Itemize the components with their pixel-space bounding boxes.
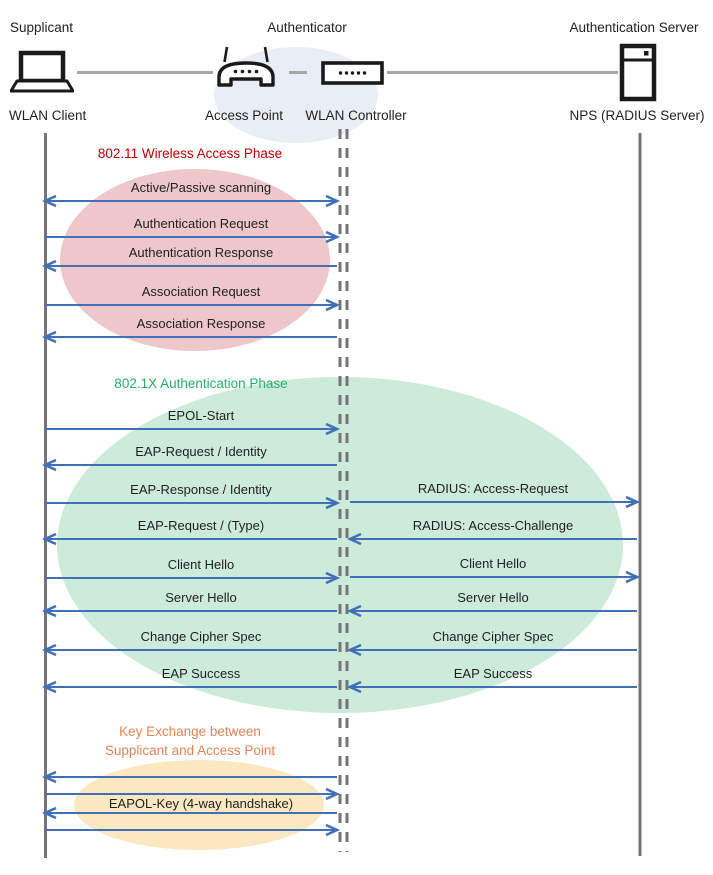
message-arrow [41, 770, 337, 784]
message-arrow [346, 604, 637, 618]
arrowhead-left [41, 770, 57, 784]
laptop-icon [10, 50, 74, 93]
device-label-wlan-client: WLAN Client [9, 108, 87, 123]
message-label: RADIUS: Access-Request [417, 481, 569, 496]
arrowhead-left [41, 259, 57, 273]
device-label-wlan-controller: WLAN Controller [305, 108, 407, 123]
message-arrow [41, 194, 341, 208]
message-label: EAP-Request / Identity [135, 444, 267, 459]
phase1-title: 802.11 Wireless Access Phase [97, 146, 283, 161]
message-arrow [45, 298, 341, 312]
arrowhead-left [41, 806, 57, 820]
arrowhead-right [325, 422, 341, 436]
message-arrow [346, 680, 637, 694]
phase3-title-line1: Key Exchange between [119, 724, 261, 739]
connector-ap-controller [289, 71, 307, 74]
message-arrow [350, 570, 641, 584]
message-label: Change Cipher Spec [432, 629, 554, 644]
arrowhead-right [325, 823, 341, 837]
message-label: Client Hello [459, 556, 527, 571]
message-label: EAPOL-Key (4-way handshake) [108, 796, 294, 811]
message-label: Change Cipher Spec [140, 629, 262, 644]
arrowhead-left [346, 643, 362, 657]
message-label: RADIUS: Access-Challenge [412, 518, 574, 533]
message-label: Authentication Request [133, 216, 269, 231]
message-arrow [346, 643, 637, 657]
message-arrow [41, 259, 337, 273]
message-arrow [41, 330, 337, 344]
message-label: EAP-Response / Identity [130, 482, 272, 497]
arrowhead-left [41, 604, 57, 618]
message-arrow [45, 571, 341, 585]
message-arrow [350, 495, 641, 509]
arrowhead-right [625, 570, 641, 584]
arrowhead-left [41, 643, 57, 657]
phase2-title: 802.1X Authentication Phase [114, 376, 288, 391]
message-label: Server Hello [165, 590, 237, 605]
arrowhead-left [41, 680, 57, 694]
arrowhead-left [346, 680, 362, 694]
message-label: Client Hello [167, 557, 235, 572]
message-arrow [41, 532, 337, 546]
message-arrow [41, 458, 337, 472]
phase1-ellipse [60, 169, 330, 351]
arrowhead-right [325, 194, 341, 208]
phase3-title-line2: Supplicant and Access Point [104, 743, 276, 758]
message-label: Authentication Response [128, 245, 274, 260]
arrowhead-left [41, 194, 57, 208]
phase3-ellipse [74, 760, 324, 850]
server-icon [619, 43, 657, 102]
message-arrow [346, 532, 637, 546]
arrowhead-right [325, 496, 341, 510]
arrowhead-left [41, 330, 57, 344]
arrowhead-right [325, 230, 341, 244]
access-point-icon [217, 46, 275, 87]
message-label: Active/Passive scanning [130, 180, 272, 195]
connector-controller-server [387, 71, 618, 74]
message-label: Server Hello [457, 590, 529, 605]
message-arrow [41, 680, 337, 694]
arrowhead-left [346, 604, 362, 618]
arrowhead-right [325, 787, 341, 801]
message-label: EAP Success [453, 666, 533, 681]
message-label: EPOL-Start [167, 408, 235, 423]
message-label: Association Response [136, 316, 266, 331]
arrowhead-left [41, 532, 57, 546]
wlan-controller-icon [321, 61, 384, 85]
role-label-supplicant: Supplicant [10, 20, 74, 35]
arrowhead-right [325, 298, 341, 312]
connector-client-ap [77, 71, 213, 74]
message-label: Association Request [141, 284, 261, 299]
message-label: EAP Success [161, 666, 241, 681]
role-label-authentication-server: Authentication Server [569, 20, 699, 35]
message-arrow [41, 604, 337, 618]
arrowhead-right [325, 571, 341, 585]
arrowhead-left [346, 532, 362, 546]
message-arrow [41, 643, 337, 657]
device-label-nps: NPS (RADIUS Server) [569, 108, 705, 123]
message-label: EAP-Request / (Type) [137, 518, 265, 533]
arrowhead-right [625, 495, 641, 509]
message-arrow [45, 230, 341, 244]
device-label-access-point: Access Point [204, 108, 284, 123]
message-arrow [45, 422, 341, 436]
role-label-authenticator: Authenticator [267, 20, 347, 35]
message-arrow [45, 823, 341, 837]
arrowhead-left [41, 458, 57, 472]
message-arrow [45, 787, 341, 801]
message-arrow [41, 806, 337, 820]
message-arrow [45, 496, 341, 510]
